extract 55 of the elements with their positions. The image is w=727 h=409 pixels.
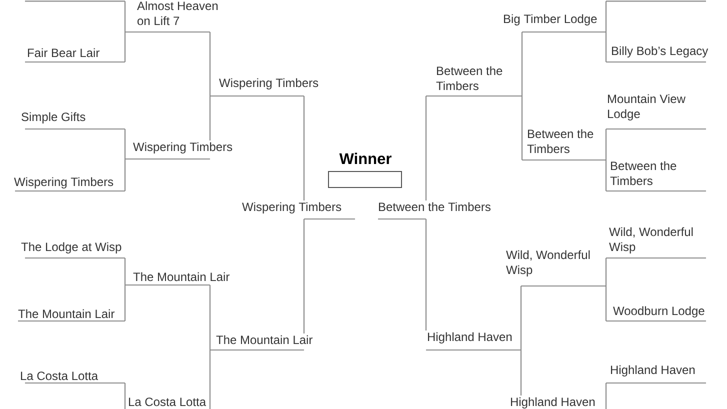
bracket-slot: Between the Timbers: [606, 161, 706, 192]
bracket-line: [605, 258, 607, 286]
bracket-line: [209, 285, 211, 350]
bracket-line: [124, 383, 126, 409]
bracket-line: [520, 350, 522, 396]
bracket-slot: Fair Bear Lair: [25, 48, 125, 63]
bracket-slot: Mountain View Lodge: [606, 94, 706, 130]
bracket-slot: Between the Timbers: [522, 129, 606, 161]
heading: Winner: [339, 152, 392, 164]
bracket-line: [605, 32, 607, 62]
bracket-line: [521, 32, 523, 96]
bracket-slot: Wispering Timbers: [210, 78, 318, 97]
bracket-slot: La Costa Lotta: [21, 372, 125, 384]
bracket-line: [425, 96, 427, 200]
bracket-line: [605, 160, 607, 191]
bracket-slot: The Lodge at Wisp: [21, 242, 125, 259]
bracket-slot: Highland Haven: [606, 365, 706, 384]
bracket-slot: Woodburn Lodge: [606, 306, 706, 322]
bracket-slot: The Mountain Lair: [125, 272, 230, 286]
bracket-slot: Simple Gifts: [22, 112, 125, 130]
bracket-slot: Billy Bob’s Legacy: [606, 46, 708, 63]
team-name: Highland Haven: [511, 397, 595, 408]
bracket-line: [124, 285, 126, 321]
bracket-line: [521, 96, 523, 160]
bracket-slot: Big Timber Lodge: [504, 14, 606, 33]
bracket-line: [605, 383, 607, 409]
bracket-slot: Wispering Timbers: [14, 177, 125, 192]
bracket-slot: Between the Timbers: [378, 202, 490, 220]
bracket-slot: Wild, Wonderful Wisp: [606, 227, 706, 259]
bracket-slot: The Mountain Lair: [210, 335, 312, 351]
bracket-line: [124, 129, 126, 159]
bracket-line: [209, 32, 211, 96]
bracket-line: [605, 129, 607, 160]
slot-line: [25, 0, 125, 2]
bracket-slot: Almost Heaven on Lift 7: [125, 1, 218, 33]
slot-line: [606, 0, 706, 2]
team-name: La Costa Lotta: [129, 398, 206, 406]
bracket-line: [124, 258, 126, 285]
bracket-line: [124, 159, 126, 191]
bracket-line: [209, 96, 211, 140]
bracket-slot: Highland Haven: [426, 332, 521, 351]
bracket-line: [303, 219, 305, 334]
bracket-line: [124, 32, 126, 62]
bracket-slot: Wispering Timbers: [125, 142, 232, 160]
bracket-line: [425, 219, 427, 330]
bracket-line: [605, 1, 607, 32]
bracket-line: [209, 350, 211, 409]
bracket-slot: Between the Timbers: [426, 66, 522, 97]
bracket-line: [124, 1, 126, 32]
bracket-line: [520, 286, 522, 350]
bracket-slot: Wild, Wonderful Wisp: [506, 250, 606, 287]
bracket-slot: The Mountain Lair: [18, 309, 125, 322]
bracket-line: [605, 286, 607, 321]
bracket-slot: Wispering Timbers: [242, 202, 355, 220]
bracket-line: [303, 96, 305, 200]
